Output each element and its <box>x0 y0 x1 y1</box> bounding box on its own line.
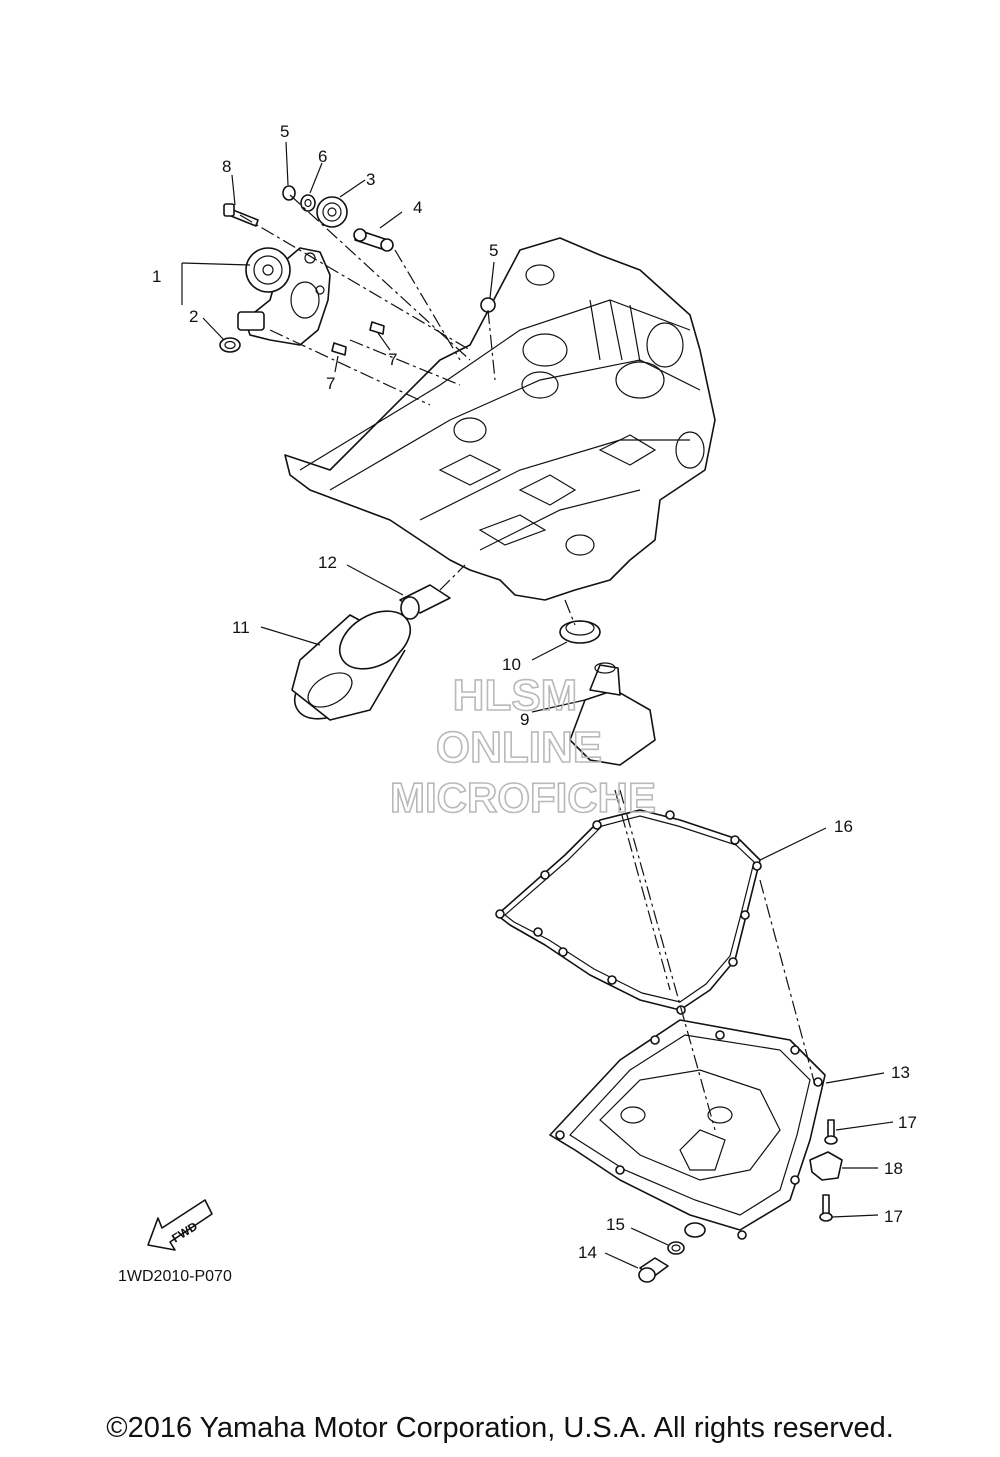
callout-11: 11 <box>232 618 250 637</box>
gasket-2-illustration <box>219 337 241 353</box>
callout-12: 12 <box>318 553 337 572</box>
diagram-code: 1WD2010-P070 <box>118 1268 232 1285</box>
callout-6: 6 <box>318 147 327 166</box>
callout-18: 18 <box>884 1159 903 1178</box>
watermark-line-2: ONLINE <box>436 723 602 772</box>
callout-7-upper: 7 <box>388 350 397 369</box>
union-bolt-12-illustration <box>399 584 451 620</box>
callout-17-lower: 17 <box>884 1207 903 1226</box>
clamp-18-illustration <box>809 1151 843 1181</box>
seal-10-illustration <box>559 620 601 644</box>
callout-16: 16 <box>834 817 853 836</box>
drain-bolt-14-illustration <box>638 1257 669 1283</box>
gasket-15-illustration <box>667 1241 685 1255</box>
callout-8: 8 <box>222 157 231 176</box>
oil-filter-illustration <box>291 610 412 721</box>
shaft-4-illustration <box>353 228 394 252</box>
callout-15: 15 <box>606 1215 625 1234</box>
gasket-16-illustration <box>496 809 761 1011</box>
callout-2: 2 <box>189 307 198 326</box>
callout-17-upper: 17 <box>898 1113 917 1132</box>
gear-3-illustration <box>316 196 348 228</box>
callout-3: 3 <box>366 170 375 189</box>
callout-13: 13 <box>891 1063 910 1082</box>
callout-5-pump: 5 <box>280 122 289 141</box>
leader-lines <box>181 141 894 1269</box>
assembly-lines <box>239 194 816 1131</box>
callout-1: 1 <box>152 267 161 286</box>
copyright-notice: ©2016 Yamaha Motor Corporation, U.S.A. A… <box>106 1412 894 1444</box>
callout-9: 9 <box>520 710 529 729</box>
callout-10: 10 <box>502 655 521 674</box>
clip-5b-illustration <box>480 297 496 313</box>
watermark-line-3: MICROFICHE <box>390 774 656 821</box>
gasket-16-bolt-holes <box>495 810 762 1015</box>
callout-7-lower: 7 <box>326 374 335 393</box>
watermark-line-1: HLSM <box>453 671 578 720</box>
callout-4: 4 <box>413 198 422 217</box>
watermark: HLSM ONLINE MICROFICHE <box>389 670 657 822</box>
strainer-9-illustration <box>569 662 656 766</box>
crankcase-illustration <box>284 237 716 601</box>
dowel-7a-illustration <box>369 321 385 335</box>
callout-5-case: 5 <box>489 241 498 260</box>
bolt-17b-illustration <box>819 1194 833 1222</box>
fwd-arrow-icon: FWD <box>147 1199 213 1251</box>
bolt-17a-illustration <box>824 1119 838 1145</box>
oil-pump-illustration <box>237 247 331 346</box>
oil-pan-illustration <box>549 1019 826 1240</box>
washer-6-illustration <box>300 194 316 212</box>
callout-labels: 1 2 3 4 5 6 8 5 7 7 12 11 10 9 16 13 17 … <box>152 122 917 1262</box>
callout-14: 14 <box>578 1243 597 1262</box>
dowel-7b-illustration <box>331 342 347 356</box>
